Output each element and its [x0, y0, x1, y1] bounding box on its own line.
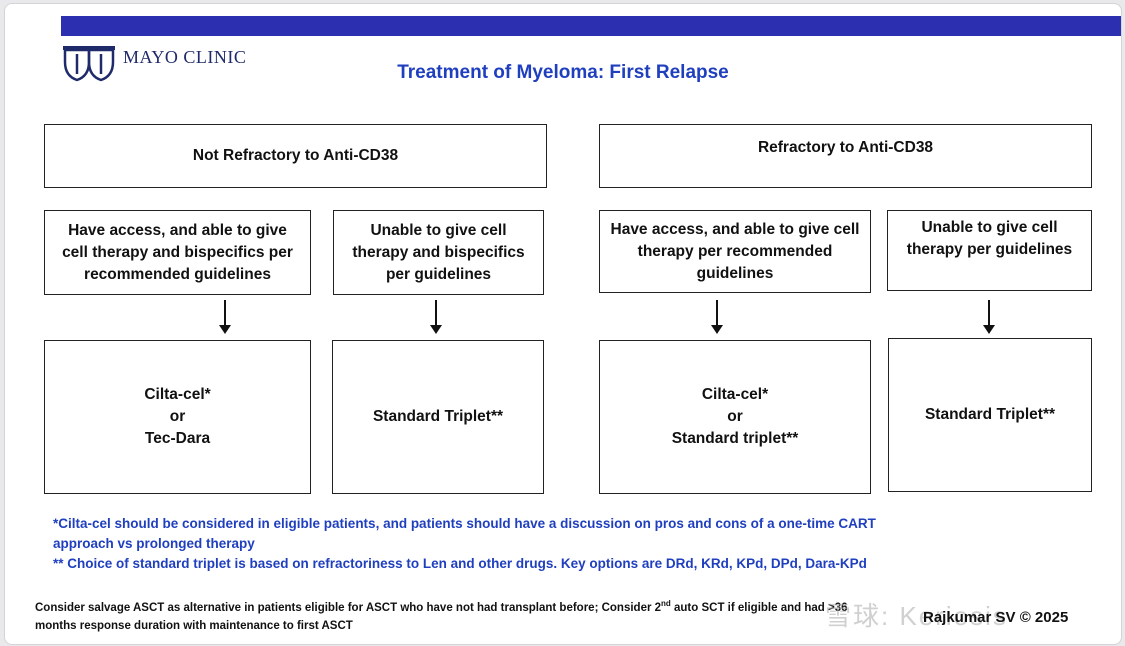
condition-r1-line: Have access, and able to give cell	[610, 220, 860, 238]
logo-text: MAYO CLINIC	[123, 46, 247, 67]
arrow-down-r2	[983, 300, 995, 334]
arrow-down-l2	[430, 300, 442, 334]
condition-r2-line: therapy per guidelines	[906, 241, 1073, 258]
right-header-text: Refractory to Anti-CD38	[757, 139, 934, 156]
footer-line-2: months response duration with maintenanc…	[35, 619, 353, 632]
treatment-r1-line: or	[727, 408, 743, 425]
condition-box-l1: Have access, and able to give cell thera…	[44, 210, 311, 295]
footnote-line: approach vs prolonged therapy	[53, 536, 255, 551]
slide-title: Treatment of Myeloma: First Relapse	[397, 62, 729, 83]
condition-l2-line: per guidelines	[385, 265, 492, 283]
condition-r2-line: Unable to give cell	[921, 219, 1058, 236]
watermark: 雪球: Keriosis	[825, 601, 1008, 631]
condition-l1-line: cell therapy and bispecifics per	[62, 243, 293, 261]
condition-l1-line: recommended guidelines	[84, 265, 271, 283]
footer-text: auto SCT if eligible and had >36	[670, 601, 848, 614]
right-header-box: Refractory to Anti-CD38	[599, 124, 1092, 188]
treatment-l1-line: or	[169, 408, 186, 425]
footnote-line: *Cilta-cel should be considered in eligi…	[53, 516, 876, 531]
author-credit: Rajkumar SV © 2025	[923, 609, 1069, 626]
condition-l2-line: therapy and bispecifics	[352, 243, 525, 261]
footer-text: Consider salvage ASCT as alternative in …	[35, 601, 662, 614]
footer-note: Consider salvage ASCT as alternative in …	[35, 595, 915, 635]
condition-r1-line: therapy per recommended	[637, 242, 833, 260]
left-header-text: Not Refractory to Anti-CD38	[192, 147, 399, 164]
arrow-down-l1	[219, 300, 231, 334]
condition-box-r1: Have access, and able to give cell thera…	[599, 210, 871, 293]
treatment-l1-line: Cilta-cel*	[144, 386, 211, 403]
mayo-shield-icon	[63, 46, 115, 82]
condition-r1-line: guidelines	[696, 264, 774, 282]
condition-l1-line: Have access, and able to give	[68, 221, 287, 239]
treatment-r1-line: Standard triplet**	[671, 430, 799, 447]
condition-l2-line: Unable to give cell	[370, 221, 507, 239]
condition-box-l2: Unable to give cell therapy and bispecif…	[333, 210, 544, 295]
footer-superscript: nd	[661, 599, 671, 608]
treatment-box-r2: Standard Triplet**	[888, 338, 1092, 492]
treatment-box-l1: Cilta-cel* or Tec-Dara	[44, 340, 311, 494]
treatment-l2-line: Standard Triplet**	[372, 408, 504, 425]
slide: MAYO CLINIC Treatment of Myeloma: First …	[4, 3, 1122, 645]
arrow-down-r1	[711, 300, 723, 334]
footnotes: *Cilta-cel should be considered in eligi…	[53, 514, 953, 574]
top-accent-bar	[61, 16, 1121, 36]
footer-line-1: Consider salvage ASCT as alternative in …	[35, 595, 915, 617]
condition-box-r2: Unable to give cell therapy per guidelin…	[887, 210, 1092, 291]
footnote-line: ** Choice of standard triplet is based o…	[53, 556, 867, 571]
mayo-clinic-logo: MAYO CLINIC	[61, 44, 246, 84]
left-header-box: Not Refractory to Anti-CD38	[44, 124, 547, 188]
treatment-box-r1: Cilta-cel* or Standard triplet**	[599, 340, 871, 494]
treatment-l1-line: Tec-Dara	[144, 430, 211, 447]
treatment-r1-line: Cilta-cel*	[701, 386, 769, 403]
treatment-r2-line: Standard Triplet**	[924, 406, 1056, 423]
treatment-box-l2: Standard Triplet**	[332, 340, 544, 494]
